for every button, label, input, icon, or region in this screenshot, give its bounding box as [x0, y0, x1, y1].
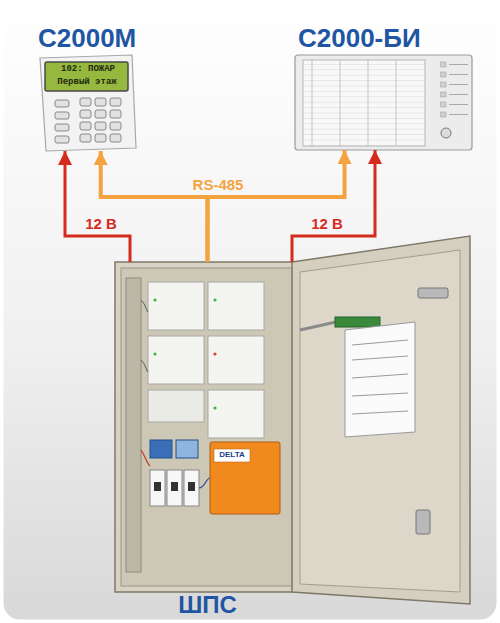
connector-line: [208, 150, 345, 262]
device-box: С2000-БИ: [295, 55, 472, 150]
terminal-block: [150, 440, 172, 458]
breaker-switch: [171, 482, 178, 491]
keypad-key: [80, 122, 91, 130]
edge-group: [65, 150, 375, 262]
door-panel: [300, 250, 460, 592]
keypad-key: [95, 98, 106, 106]
module: [208, 390, 264, 438]
device-heading: С2000М: [38, 24, 208, 53]
keypad-key: [110, 134, 121, 142]
module: [208, 336, 264, 384]
keypad-key: [110, 122, 121, 130]
wire: [141, 450, 150, 466]
sheet-line: [352, 374, 408, 378]
breaker-switch: [154, 482, 161, 491]
led: [213, 406, 216, 409]
cable-duct: [126, 278, 141, 572]
keypad-key: [55, 100, 69, 107]
led: [213, 298, 216, 301]
signal-label: 12 В: [302, 216, 352, 233]
module: [148, 390, 204, 422]
keypad-key: [95, 134, 106, 142]
keypad-key: [110, 98, 121, 106]
lcd-screen: [45, 62, 128, 91]
zone-column: [396, 60, 397, 146]
keypad-key: [55, 124, 69, 131]
zone-rows: [303, 60, 425, 146]
circuit-board: [335, 317, 380, 327]
wire: [141, 360, 148, 372]
keypad-body: [40, 55, 136, 151]
door-latch: [418, 288, 448, 298]
sheet-line: [352, 393, 408, 396]
circuit-breaker: [150, 470, 165, 506]
mounting-plate: [121, 268, 294, 586]
device-box: ШПС: [115, 262, 300, 592]
battery-brand: DELTA: [214, 451, 250, 460]
module: [148, 336, 204, 384]
breaker-switch: [188, 482, 195, 491]
led: [153, 298, 156, 301]
keypad-key: [55, 112, 69, 119]
terminal-block: [176, 440, 198, 458]
key-lock: [441, 128, 451, 138]
zone-column: [368, 60, 369, 146]
keypad-key: [110, 110, 121, 118]
door: [292, 236, 470, 604]
keypad-key: [80, 110, 91, 118]
keypad-key: [80, 98, 91, 106]
connector-line: [292, 150, 375, 262]
device-heading: ШПС: [135, 592, 280, 618]
led: [153, 352, 156, 355]
sheet-line: [352, 340, 408, 345]
battery: [210, 442, 280, 514]
door-rod: [300, 322, 336, 330]
cabinet: [115, 262, 300, 592]
device-heading: С2000-БИ: [298, 24, 476, 53]
wiring-sheet: [345, 322, 415, 437]
zone-column: [340, 60, 341, 146]
module: [148, 282, 204, 330]
keypad-key: [95, 122, 106, 130]
circuit-breaker: [167, 470, 182, 506]
wire: [141, 300, 148, 312]
zone-table: [303, 60, 425, 146]
indicator-panel: [295, 55, 472, 150]
sheet-line: [352, 411, 408, 414]
keypad-key: [80, 134, 91, 142]
led: [213, 352, 216, 355]
keypad-key: [95, 110, 106, 118]
signal-label: RS-485: [178, 177, 258, 194]
display-text: Первый этаж: [47, 78, 127, 88]
keypad-device: [40, 55, 136, 151]
keypad-key: [55, 136, 69, 143]
battery-sticker: [214, 449, 250, 462]
panel-body: [295, 55, 472, 150]
cabinet-door: [292, 236, 470, 604]
cabinet-body: [115, 262, 300, 592]
display-text: 102: ПОЖАР: [50, 65, 126, 75]
connector-line: [101, 151, 208, 262]
circuit-breaker: [184, 470, 199, 506]
panel-buttons: [430, 60, 468, 120]
wire: [199, 478, 210, 488]
zone-column: [312, 60, 313, 146]
sheet-line: [352, 356, 408, 360]
connector-line: [65, 151, 130, 262]
module: [208, 282, 264, 330]
signal-label: 12 В: [76, 216, 126, 233]
door-latch: [416, 510, 430, 534]
